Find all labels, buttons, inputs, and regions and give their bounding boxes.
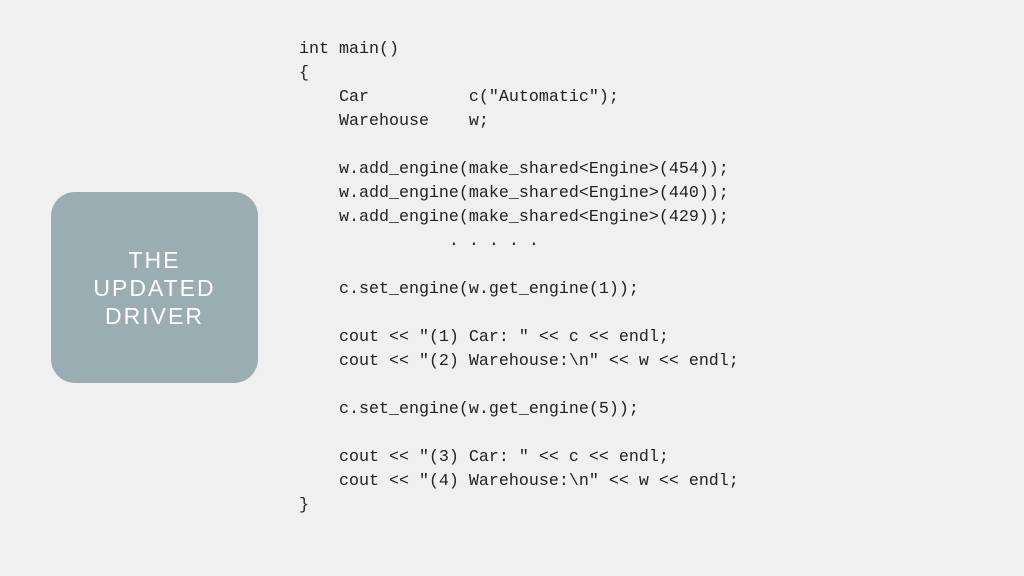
title-line: THE (128, 246, 181, 273)
code-line: cout << "(1) Car: " << c << endl; (299, 328, 669, 347)
code-line (299, 254, 739, 278)
slide-title-box: THE UPDATED DRIVER (51, 192, 258, 383)
code-line: cout << "(2) Warehouse:\n" << w << endl; (299, 352, 739, 371)
code-block: int main() { Car c("Automatic"); Warehou… (299, 38, 739, 518)
code-line (299, 134, 739, 158)
code-line (299, 422, 739, 446)
title-line: DRIVER (105, 302, 204, 329)
code-line: w.add_engine(make_shared<Engine>(429)); (299, 208, 729, 227)
code-line: c.set_engine(w.get_engine(1)); (299, 280, 639, 299)
code-line: cout << "(3) Car: " << c << endl; (299, 448, 669, 467)
code-line: { (299, 64, 309, 83)
code-line: cout << "(4) Warehouse:\n" << w << endl; (299, 472, 739, 491)
code-line: c.set_engine(w.get_engine(5)); (299, 400, 639, 419)
code-line: w.add_engine(make_shared<Engine>(454)); (299, 160, 729, 179)
title-line: UPDATED (93, 274, 216, 301)
code-line: } (299, 496, 309, 515)
code-line: Car c("Automatic"); (299, 88, 619, 107)
code-line: Warehouse w; (299, 112, 489, 131)
code-line: . . . . . (299, 232, 539, 251)
code-line: int main() (299, 40, 399, 59)
code-line: w.add_engine(make_shared<Engine>(440)); (299, 184, 729, 203)
code-line (299, 302, 739, 326)
code-line (299, 374, 739, 398)
